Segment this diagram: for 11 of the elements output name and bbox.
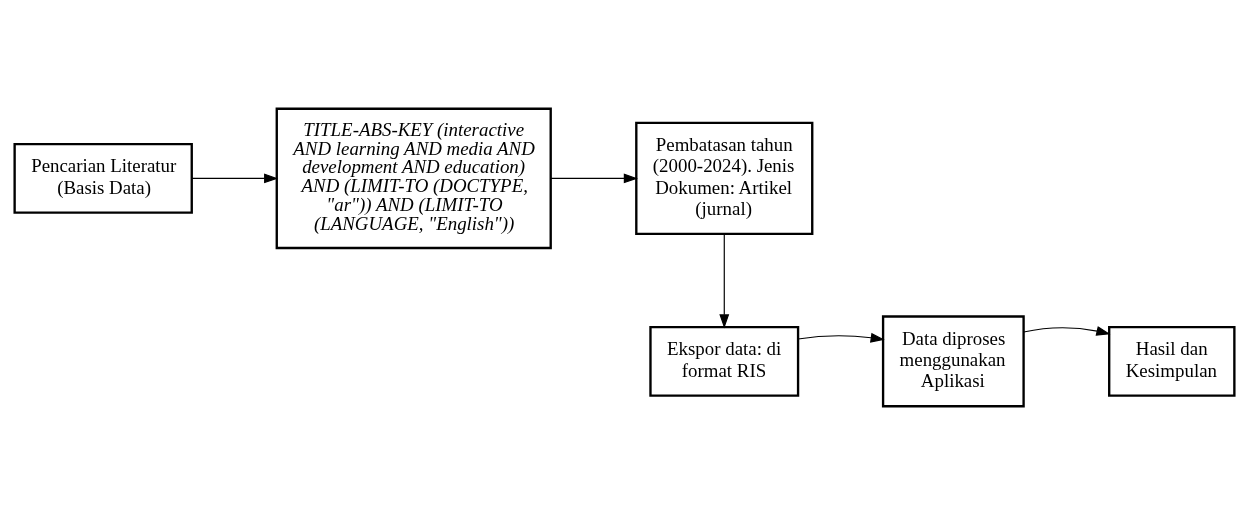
arrow xyxy=(797,332,885,343)
node-box: TITLE-ABS-KEY (interactive AND learning AND media AND development AND education) AND (LIMIT-TO (DOCTYPE, "ar")) AND (LIMIT-TO (LANGUAGE, "English")) xyxy=(275,107,552,249)
node-box: Data diproses menggunakan Aplikasi xyxy=(881,314,1025,407)
node-box: Hasil dan Kesimpulan xyxy=(1108,325,1236,397)
arrow xyxy=(1023,325,1111,336)
arrow xyxy=(191,172,279,183)
node-box: Ekspor data: di format RIS xyxy=(649,325,800,397)
node-box: Pencarian Literatur (Basis Data) xyxy=(13,142,193,214)
arrow xyxy=(719,233,730,328)
node-box: Pembatasan tahun (2000-2024). Jenis Dokumen: Artikel (jurnal) xyxy=(635,121,814,235)
arrow xyxy=(550,172,638,183)
